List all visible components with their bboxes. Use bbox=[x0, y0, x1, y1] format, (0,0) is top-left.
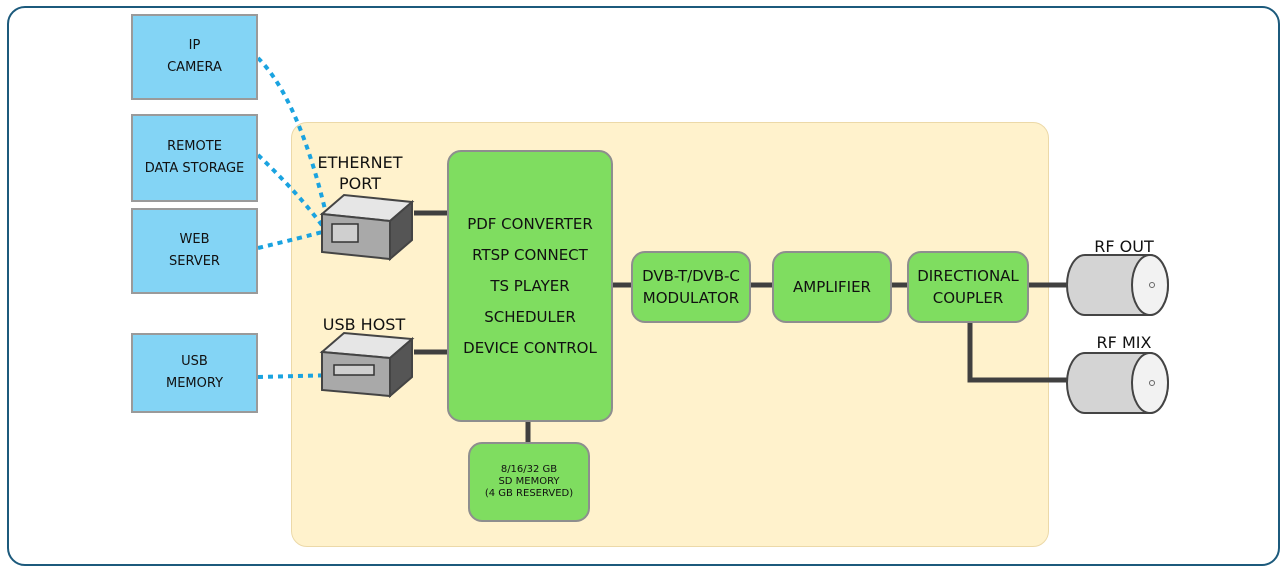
coupler-to-rf-mix-link bbox=[967, 320, 1075, 383]
ethernet-port-icon bbox=[319, 193, 415, 262]
function-scheduler: SCHEDULER bbox=[484, 307, 576, 326]
sd-memory-label: SD MEMORY bbox=[498, 476, 560, 487]
ethernet-port-label-line1: ETHERNET bbox=[317, 153, 403, 172]
amplifier-block: AMPLIFIER bbox=[772, 251, 892, 323]
remote-storage-label-line1: REMOTE bbox=[167, 139, 222, 154]
sd-memory-reserved: (4 GB RESERVED) bbox=[484, 488, 574, 499]
ip-camera-link bbox=[256, 56, 330, 223]
sd-memory-size: 8/16/32 GB bbox=[500, 464, 558, 475]
usb-memory-box: USB MEMORY bbox=[131, 333, 258, 413]
function-device-control: DEVICE CONTROL bbox=[463, 338, 597, 357]
web-server-label-line1: WEB bbox=[179, 232, 210, 247]
rf-mix-label: RF MIX bbox=[1096, 333, 1152, 352]
connections-layer bbox=[256, 56, 1169, 443]
ethernet-port-label-line2: PORT bbox=[339, 174, 381, 193]
ip-camera-box: IP CAMERA bbox=[131, 14, 258, 100]
ip-camera-label-line1: IP bbox=[188, 38, 201, 53]
coupler-label-line2: COUPLER bbox=[932, 289, 1004, 307]
ethernet-port-label: ETHERNET PORT bbox=[305, 152, 415, 194]
rf-out-connector-icon bbox=[1066, 254, 1169, 316]
processor-block: PDF CONVERTER RTSP CONNECT TS PLAYER SCH… bbox=[447, 150, 613, 422]
amplifier-label: AMPLIFIER bbox=[793, 278, 871, 296]
modulator-label-line1: DVB-T/DVB-C bbox=[642, 267, 740, 285]
ip-camera-label-line2: CAMERA bbox=[167, 60, 222, 75]
usb-host-icon bbox=[319, 331, 415, 399]
web-server-box: WEB SERVER bbox=[131, 208, 258, 294]
function-ts-player: TS PLAYER bbox=[490, 276, 570, 295]
remote-storage-label-line2: DATA STORAGE bbox=[144, 161, 245, 176]
usb-host-label: USB HOST bbox=[322, 315, 406, 334]
device-panel bbox=[291, 122, 1049, 547]
remote-data-storage-box: REMOTE DATA STORAGE bbox=[131, 114, 258, 202]
web-server-label-line2: SERVER bbox=[169, 254, 220, 269]
usb-memory-label-line1: USB bbox=[181, 354, 208, 369]
usb-memory-link bbox=[257, 373, 341, 379]
sd-memory-block: 8/16/32 GB SD MEMORY (4 GB RESERVED) bbox=[468, 442, 590, 522]
function-rtsp-connect: RTSP CONNECT bbox=[472, 245, 588, 264]
web-server-link bbox=[257, 228, 331, 250]
modulator-block: DVB-T/DVB-C MODULATOR bbox=[631, 251, 751, 323]
coupler-label-line1: DIRECTIONAL bbox=[917, 267, 1019, 285]
rf-out-label: RF OUT bbox=[1094, 237, 1154, 256]
rf-mix-connector-icon bbox=[1066, 352, 1169, 414]
remote-storage-link bbox=[256, 153, 326, 230]
modulator-label-line2: MODULATOR bbox=[642, 289, 740, 307]
function-pdf-converter: PDF CONVERTER bbox=[467, 214, 593, 233]
directional-coupler-block: DIRECTIONAL COUPLER bbox=[907, 251, 1029, 323]
usb-memory-label-line2: MEMORY bbox=[165, 376, 224, 391]
